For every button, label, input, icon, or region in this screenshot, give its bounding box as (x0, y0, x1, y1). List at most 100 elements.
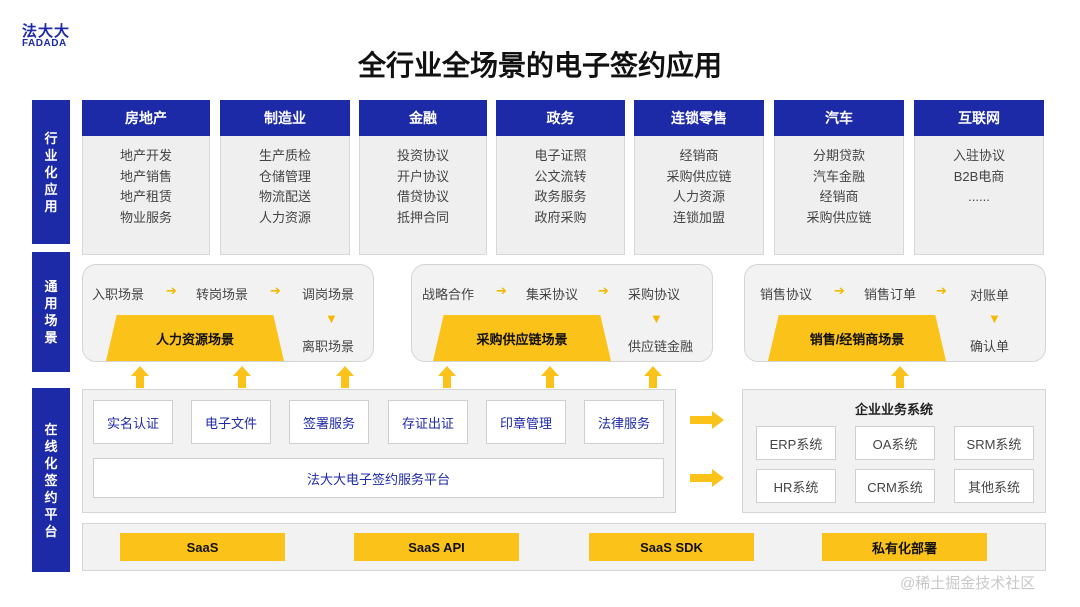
industry-item: 经销商 (819, 189, 859, 204)
industry-item: 汽车金融 (812, 168, 865, 184)
scenario-title: 销售/经销商场景 (768, 315, 946, 361)
industry-item: 地产销售 (119, 168, 172, 184)
industry-item: ...... (968, 189, 990, 204)
arrow-up-icon (891, 366, 909, 388)
deployment-option: 私有化部署 (822, 533, 987, 561)
industry-items: 经销商 采购供应链 人力资源 连锁加盟 (634, 136, 764, 255)
industry-item: 投资协议 (396, 148, 449, 163)
arrow-right-icon: ➔ (936, 283, 947, 298)
industry-item: 地产租赁 (119, 189, 172, 204)
scenario-step: 销售订单 (864, 287, 917, 302)
industry-item: 仓储管理 (258, 168, 311, 184)
scenario-step: 战略合作 (422, 287, 475, 302)
industry-item: 生产质检 (258, 148, 311, 163)
industry-item: 连锁加盟 (672, 209, 725, 225)
scenario-step: 供应链金融 (628, 339, 694, 354)
industry-items: 分期贷款 汽车金融 经销商 采购供应链 (774, 136, 904, 255)
industry-column: 政务 电子证照 公文流转 政务服务 政府采购 (496, 100, 625, 255)
industry-item: 物业服务 (119, 209, 172, 225)
industry-item: 公文流转 (534, 168, 587, 184)
industry-header: 互联网 (914, 100, 1044, 136)
arrow-down-icon: ▼ (988, 311, 1001, 326)
brand-logo: 法大大 (22, 22, 71, 40)
industry-item: 采购供应链 (666, 168, 732, 184)
arrow-right-icon: ➔ (166, 283, 177, 298)
system-box: OA系统 (855, 426, 935, 460)
arrow-up-icon (233, 366, 251, 388)
arrow-down-icon: ▼ (325, 311, 338, 326)
industry-item: 物流配送 (258, 189, 311, 204)
industry-item: B2B电商 (953, 168, 1005, 184)
industry-item: 采购供应链 (806, 209, 872, 225)
scenario-step: 集采协议 (526, 287, 579, 302)
service-box: 存证出证 (388, 400, 468, 444)
arrow-up-icon (131, 366, 149, 388)
industry-column: 金融 投资协议 开户协议 借贷协议 抵押合同 (359, 100, 487, 255)
arrow-down-icon: ▼ (650, 311, 663, 326)
industry-header: 金融 (359, 100, 487, 136)
industry-item: 政务服务 (534, 189, 587, 204)
scenario-title: 人力资源场景 (106, 315, 284, 361)
system-box: HR系统 (756, 469, 836, 503)
arrow-up-icon (541, 366, 559, 388)
industry-header: 连锁零售 (634, 100, 764, 136)
system-box: CRM系统 (855, 469, 935, 503)
side-label-platform: 在线化签约平台 (32, 388, 70, 572)
industry-header: 房地产 (82, 100, 210, 136)
system-box: 其他系统 (954, 469, 1034, 503)
scenario-step: 销售协议 (760, 287, 813, 302)
watermark: @稀土掘金技术社区 (900, 575, 1036, 592)
brand-logo-sub: FADADA (22, 38, 67, 49)
industry-items: 投资协议 开户协议 借贷协议 抵押合同 (359, 136, 487, 255)
service-box: 签署服务 (289, 400, 369, 444)
industry-item: 人力资源 (672, 189, 725, 204)
industry-header: 制造业 (220, 100, 350, 136)
service-box: 印章管理 (486, 400, 566, 444)
industry-column: 互联网 入驻协议 B2B电商 ...... (914, 100, 1044, 255)
industry-header: 政务 (496, 100, 625, 136)
industry-header: 汽车 (774, 100, 904, 136)
page-title: 全行业全场景的电子签约应用 (357, 49, 722, 82)
scenario-step: 对账单 (970, 288, 1010, 303)
industry-item: 经销商 (679, 148, 719, 163)
industry-column: 房地产 地产开发 地产销售 地产租赁 物业服务 (82, 100, 210, 255)
industry-items: 电子证照 公文流转 政务服务 政府采购 (496, 136, 625, 255)
scenario-step: 调岗场景 (302, 287, 355, 302)
scenario-step: 转岗场景 (196, 287, 249, 302)
arrow-right-icon: ➔ (834, 283, 845, 298)
service-box: 电子文件 (191, 400, 271, 444)
industry-item: 电子证照 (534, 148, 587, 163)
side-label-general: 通用场景 (32, 252, 70, 372)
industry-items: 地产开发 地产销售 地产租赁 物业服务 (82, 136, 210, 255)
scenario-step: 离职场景 (302, 339, 355, 354)
industry-item: 借贷协议 (396, 189, 449, 204)
industry-item: 开户协议 (396, 168, 449, 184)
arrow-right-icon (690, 411, 724, 429)
industry-item: 人力资源 (258, 209, 311, 225)
deployment-option: SaaS SDK (589, 533, 754, 561)
scenario-title: 采购供应链场景 (433, 315, 611, 361)
industry-items: 生产质检 仓储管理 物流配送 人力资源 (220, 136, 350, 255)
arrow-up-icon (644, 366, 662, 388)
system-box: ERP系统 (756, 426, 836, 460)
enterprise-title: 企业业务系统 (854, 402, 933, 417)
industry-items: 入驻协议 B2B电商 ...... (914, 136, 1044, 255)
industry-item: 入驻协议 (952, 148, 1005, 163)
arrow-right-icon: ➔ (598, 283, 609, 298)
industry-column: 汽车 分期贷款 汽车金融 经销商 采购供应链 (774, 100, 904, 255)
deployment-option: SaaS API (354, 533, 519, 561)
industry-column: 连锁零售 经销商 采购供应链 人力资源 连锁加盟 (634, 100, 764, 255)
scenario-step: 入职场景 (92, 287, 145, 302)
system-box: SRM系统 (954, 426, 1034, 460)
service-box: 法律服务 (584, 400, 664, 444)
arrow-up-icon (336, 366, 354, 388)
platform-name-box: 法大大电子签约服务平台 (93, 458, 664, 498)
industry-item: 政府采购 (534, 209, 587, 225)
arrow-up-icon (438, 366, 456, 388)
service-box: 实名认证 (93, 400, 173, 444)
industry-item: 地产开发 (119, 148, 172, 163)
deployment-option: SaaS (120, 533, 285, 561)
arrow-right-icon: ➔ (496, 283, 507, 298)
arrow-right-icon: ➔ (270, 283, 281, 298)
industry-column: 制造业 生产质检 仓储管理 物流配送 人力资源 (220, 100, 350, 255)
